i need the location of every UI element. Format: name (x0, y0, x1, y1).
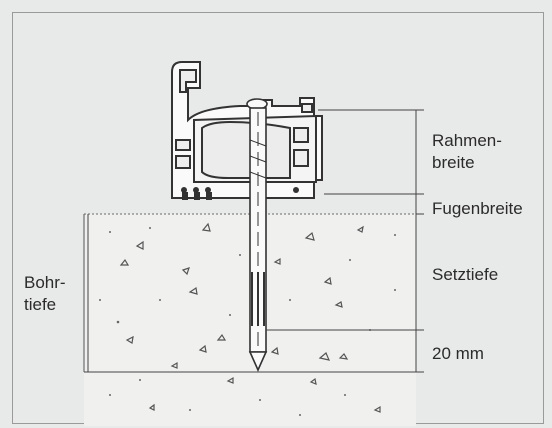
distance-label: 20 mm (432, 344, 484, 363)
drill-depth-label: Bohr- tiefe (24, 273, 66, 314)
concrete-aggregate (119, 222, 381, 413)
window-frame-profile (171, 61, 323, 199)
frame-anchor-screw (246, 98, 268, 372)
dimension-lines (87, 109, 424, 373)
setting-depth-label: Setztiefe (432, 265, 499, 284)
joint-width-label: Fugenbreite (432, 199, 523, 218)
frame-seals (181, 187, 299, 200)
frame-width-label: Rahmen- breite (432, 131, 502, 172)
